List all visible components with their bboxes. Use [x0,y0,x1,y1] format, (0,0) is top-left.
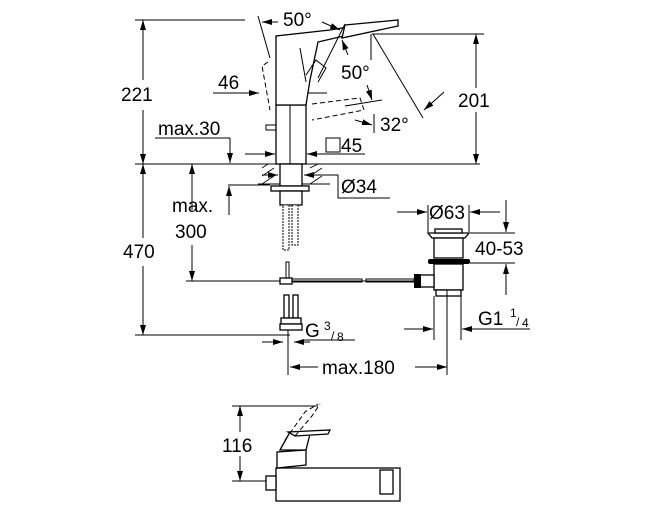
angle-50-side-arrow [341,39,349,56]
aerator-knob [265,124,277,131]
angle-50-ref-right [317,23,346,79]
angle-50-ref-left [257,15,271,59]
dim-201-label: 201 [458,91,490,112]
lever-alt-position-left [261,61,271,111]
dim-max-label: max. [172,196,213,217]
lever-outline [305,59,327,83]
angle-32-arrow-top [365,84,373,101]
waste-upper [433,237,464,259]
front-view: 221 470 max. 300 max.30 46 45 [121,10,490,379]
dim-46-label: 46 [218,73,239,94]
mounting-nut [270,185,310,192]
side-view: 116 [222,403,401,502]
side-lever-alt-1 [284,403,319,441]
dim-180-label: max.180 [322,358,395,379]
angle-50-side-label: 50° [341,63,370,84]
side-cartridge [276,449,307,469]
flex-hose-left [282,204,290,251]
supply-nut [280,317,302,325]
lever-alt-position-right [311,97,365,121]
waste-rod-housing [419,274,435,288]
supply-pipe-right [292,294,299,319]
rod-clamp [279,277,293,285]
side-body [275,467,401,502]
angle-32-ext [344,99,383,107]
side-lever-alt-2 [294,403,321,437]
waste-lower [433,263,464,291]
flex-hose-right [291,204,299,246]
angle-50-top-label: 50° [283,10,312,31]
angle-32-arrow-bottom [354,119,373,126]
dim-45-label: 45 [341,136,362,157]
waste-rod-nut [414,274,421,288]
dim-40-53-label: 40-53 [475,239,524,260]
popup-rod-horizontal-a [291,278,363,283]
mixer-body [275,104,307,165]
dim-63-label: Ø63 [429,203,465,224]
dim-g114-denominator: 4 [522,316,529,330]
dim-221-label: 221 [121,85,153,106]
mounting-shank [279,163,303,187]
dim-300-label: 300 [175,222,207,243]
waste-flange [426,232,471,239]
angle-32-label: 32° [380,115,409,136]
dim-g38-slash: / [331,329,335,343]
supply-pipe-left [283,294,290,319]
dim-116-label: 116 [222,436,252,457]
spout-projection-arrow [423,91,445,111]
dim-g114-slash: / [516,315,520,329]
spout-projection-line [372,33,424,119]
spout-edge [299,47,307,83]
dim-g114-numerator: 1 [510,306,517,320]
dim-g38-numerator: 3 [324,319,331,333]
dim-34-label: Ø34 [341,177,377,198]
side-outlet [379,469,394,495]
dim-g38-main: G [305,321,320,342]
supply-connector [279,323,303,331]
dim-470-label: 470 [123,242,155,263]
side-lever [285,429,332,437]
waste-cap [434,228,463,234]
side-knob [265,475,277,491]
dim-34-leader [322,174,390,199]
dim-max30-label: max.30 [158,119,220,140]
angle-50-arrow-right [321,21,341,31]
waste-view: Ø63 40-53 G1 1 / 4 [397,200,530,375]
waste-locknut [428,259,470,264]
popup-rod-vertical [285,261,290,281]
dim-g38-denominator: 8 [337,330,344,344]
waste-thread [435,289,462,297]
spout-outlet [341,19,399,39]
dim-g114-main: G1 [478,309,503,330]
shank-lower [279,190,303,206]
square-symbol-icon [325,137,341,153]
